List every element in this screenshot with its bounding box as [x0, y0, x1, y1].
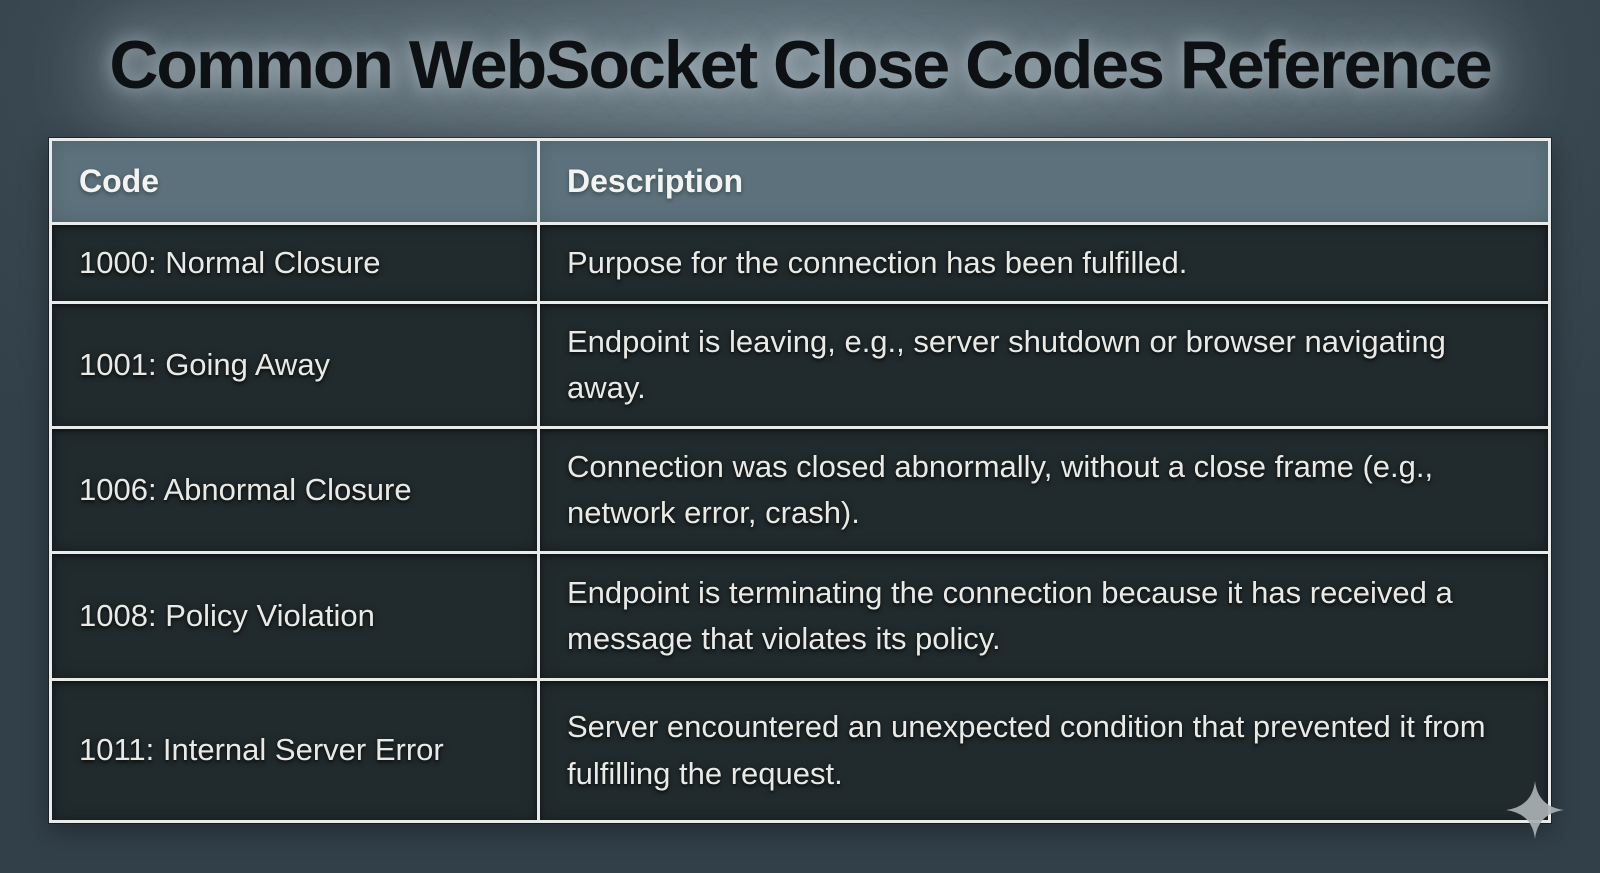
table-header-row: Code Description [49, 138, 1551, 225]
code-cell: 1001: Going Away [49, 301, 540, 429]
description-cell: Endpoint is leaving, e.g., server shutdo… [537, 301, 1551, 429]
code-cell: 1006: Abnormal Closure [49, 426, 540, 554]
description-cell: Connection was closed abnormally, withou… [537, 426, 1551, 554]
table-row: 1011: Internal Server Error Server encou… [49, 678, 1551, 823]
code-cell: 1011: Internal Server Error [49, 678, 540, 823]
page-title: Common WebSocket Close Codes Reference [109, 27, 1492, 103]
table-row: 1008: Policy Violation Endpoint is termi… [49, 551, 1551, 681]
sparkle-icon [1506, 781, 1564, 839]
description-cell: Server encountered an unexpected conditi… [537, 678, 1551, 823]
description-cell: Purpose for the connection has been fulf… [537, 222, 1551, 304]
table-row: 1000: Normal Closure Purpose for the con… [49, 222, 1551, 304]
column-header-code: Code [49, 138, 540, 225]
column-header-description: Description [537, 138, 1551, 225]
code-cell: 1008: Policy Violation [49, 551, 540, 681]
description-cell: Endpoint is terminating the connection b… [537, 551, 1551, 681]
code-cell: 1000: Normal Closure [49, 222, 540, 304]
table-row: 1006: Abnormal Closure Connection was cl… [49, 426, 1551, 554]
title-glow-band [90, 18, 1510, 128]
table-row: 1001: Going Away Endpoint is leaving, e.… [49, 301, 1551, 429]
websocket-close-codes-table: Code Description 1000: Normal Closure Pu… [49, 138, 1551, 823]
